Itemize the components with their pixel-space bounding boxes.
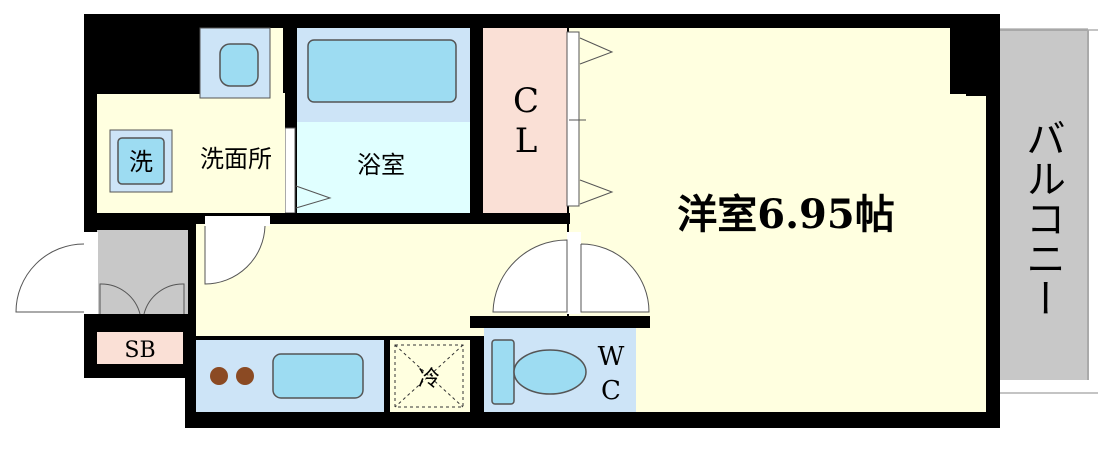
washroom-label: 洗面所 <box>200 145 272 173</box>
toilet-label-c: C <box>601 376 621 406</box>
balcony-area <box>1000 28 1088 380</box>
closet-label-c: C <box>513 81 539 121</box>
shoe-box-door <box>143 283 185 315</box>
entry-door-swing <box>15 243 85 313</box>
burner <box>236 367 254 385</box>
bathroom-label: 浴室 <box>357 151 405 179</box>
washer <box>117 137 165 185</box>
washroom-door-opening <box>205 216 270 226</box>
closet-door-leaf <box>579 179 614 205</box>
bathtub <box>307 39 457 103</box>
kitchen-divider <box>384 340 388 412</box>
fridge-outline <box>394 344 464 408</box>
closet <box>483 28 567 213</box>
wash-basin-wall <box>97 28 200 94</box>
wall-entrance-shoebox <box>84 314 196 332</box>
washer-label: 洗 <box>129 148 153 176</box>
closet-door-leaf <box>579 37 614 65</box>
balcony-label: バルコニー <box>1019 118 1065 318</box>
toilet-room-top-wall <box>470 316 650 328</box>
toilet-label-w: W <box>598 342 625 372</box>
western-room-label: 洋室6.95帖 <box>677 191 894 238</box>
room-corner-wall <box>966 94 986 96</box>
burner <box>210 367 228 385</box>
shoe-box <box>97 332 183 364</box>
closet-door-frame <box>566 31 580 207</box>
fridge-space <box>390 340 470 412</box>
bathroom-door-leaf <box>295 185 332 209</box>
bathroom-door-frame <box>284 127 296 214</box>
basin-bowl <box>219 43 259 87</box>
wall-notch <box>1000 14 1098 30</box>
toilet-door-swing <box>492 239 568 313</box>
entrance <box>97 230 190 314</box>
room-door-swing <box>580 243 650 313</box>
closet-label-l: L <box>515 121 538 161</box>
shoe-box-label: SB <box>124 338 155 363</box>
room-corner-wall <box>950 28 986 94</box>
entry-door-opening <box>84 232 98 314</box>
western-room <box>569 28 986 412</box>
shoe-box-door <box>99 283 141 315</box>
toilet-tank <box>491 339 515 405</box>
toilet-bowl <box>513 349 587 395</box>
wall-corridor-top <box>190 213 570 224</box>
washroom-door-swing <box>204 225 266 285</box>
sink <box>272 353 364 399</box>
fridge-label: 冷 <box>418 367 440 392</box>
wall-notch <box>84 378 185 428</box>
room-door-opening <box>567 232 581 314</box>
